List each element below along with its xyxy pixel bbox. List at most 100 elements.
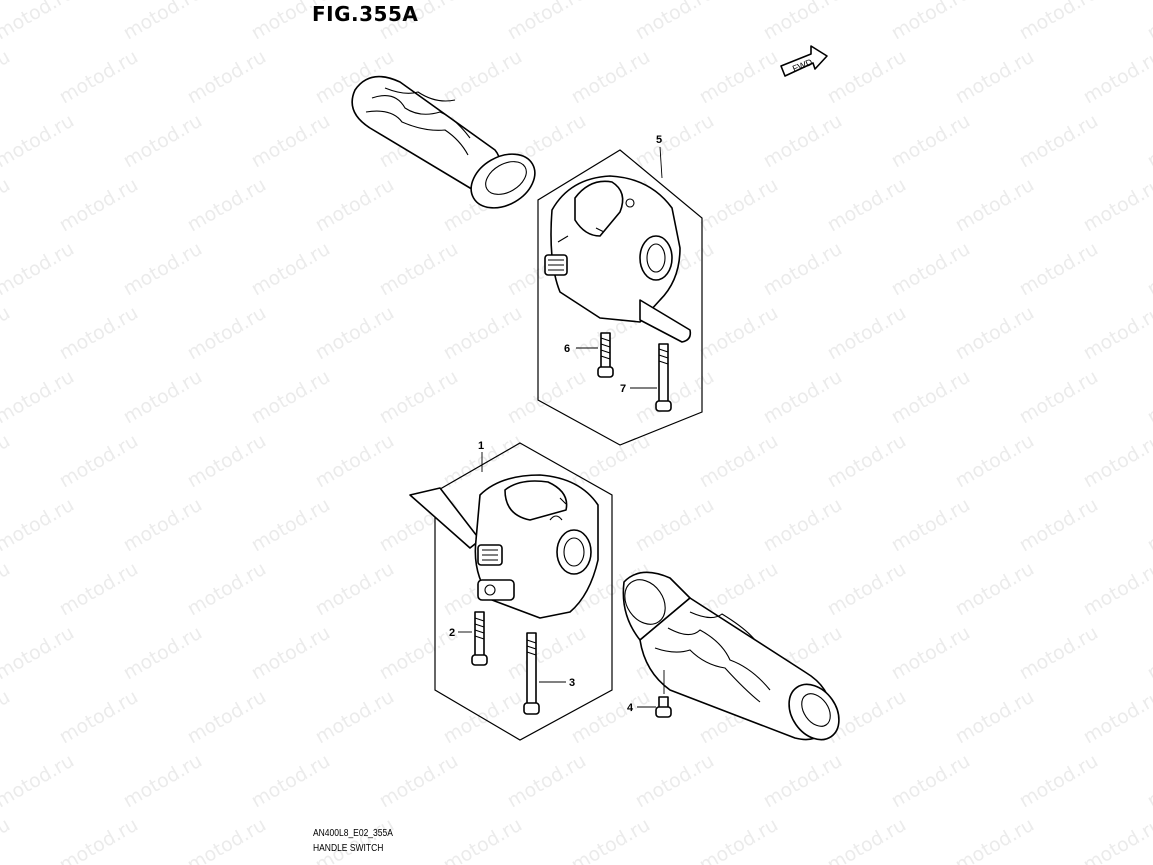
watermark-text: motod.ru <box>824 46 910 109</box>
watermark-text: motod.ru <box>312 430 398 493</box>
callout-4: 4 <box>627 702 634 714</box>
watermark-text: motod.ru <box>184 558 270 621</box>
watermark-text: motod.ru <box>184 302 270 365</box>
watermark-text: motod.ru <box>952 174 1038 237</box>
switch-housing-icon <box>544 175 692 343</box>
watermark-text: motod.ru <box>632 494 718 557</box>
watermark-text: motod.ru <box>312 814 398 865</box>
watermark-text: motod.ru <box>0 366 78 429</box>
watermark-text: motod.ru <box>56 46 142 109</box>
watermark-text: motod.ru <box>1144 750 1153 813</box>
watermark-text: motod.ru <box>568 46 654 109</box>
figure-title: FIG.355A <box>312 2 419 26</box>
watermark-text: motod.ru <box>504 0 590 44</box>
watermark-text: motod.ru <box>440 46 526 109</box>
watermark-text: motod.ru <box>1016 494 1102 557</box>
watermark-text: motod.ru <box>952 46 1038 109</box>
watermark-text: motod.ru <box>1016 622 1102 685</box>
watermark-text: motod.ru <box>632 0 718 44</box>
watermark-text: motod.ru <box>696 430 782 493</box>
watermark-text: motod.ru <box>824 430 910 493</box>
watermark-text: motod.ru <box>760 366 846 429</box>
watermark-text: motod.ru <box>0 174 14 237</box>
watermark-text: motod.ru <box>248 622 334 685</box>
watermark-text: motod.ru <box>1144 110 1153 173</box>
watermark-text: motod.ru <box>696 46 782 109</box>
watermark-text: motod.ru <box>312 558 398 621</box>
watermark-text: motod.ru <box>760 750 846 813</box>
watermark-text: motod.ru <box>1080 814 1153 865</box>
watermark-text: motod.ru <box>440 302 526 365</box>
watermark-text: motod.ru <box>120 238 206 301</box>
watermark-text: motod.ru <box>440 686 526 749</box>
watermark-text: motod.ru <box>888 750 974 813</box>
callout-5: 5 <box>656 134 662 146</box>
watermark-text: motod.ru <box>760 0 846 44</box>
watermark-text: motod.ru <box>1016 0 1102 44</box>
callout-1: 1 <box>478 440 484 452</box>
item-5-frame <box>537 149 703 446</box>
watermark-text: motod.ru <box>376 0 462 44</box>
watermark-text: motod.ru <box>56 174 142 237</box>
watermark-text: motod.ru <box>1016 238 1102 301</box>
watermark-text: motod.ru <box>1080 302 1153 365</box>
watermark-text: motod.ru <box>504 622 590 685</box>
watermark-text: motod.ru <box>120 622 206 685</box>
watermark-text: motod.ru <box>0 46 14 109</box>
watermark-text: motod.ru <box>696 302 782 365</box>
watermark-text: motod.ru <box>1144 0 1153 44</box>
watermark-text: motod.ru <box>888 238 974 301</box>
watermark-text: motod.ru <box>952 814 1038 865</box>
watermark-text: motod.ru <box>1080 46 1153 109</box>
watermark-text: motod.ru <box>0 622 78 685</box>
watermark-text: motod.ru <box>952 686 1038 749</box>
watermark-text: motod.ru <box>184 430 270 493</box>
watermark-text: motod.ru <box>120 750 206 813</box>
grip-icon <box>351 75 536 209</box>
watermark-text: motod.ru <box>632 750 718 813</box>
watermark-text: motod.ru <box>504 366 590 429</box>
watermark-text: motod.ru <box>1080 430 1153 493</box>
watermark-text: motod.ru <box>248 494 334 557</box>
callout-2: 2 <box>449 627 455 639</box>
watermark-text: motod.ru <box>248 750 334 813</box>
watermark-text: motod.ru <box>0 0 78 44</box>
watermark-text: motod.ru <box>56 558 142 621</box>
bolt-icon <box>655 343 672 412</box>
watermark-text: motod.ru <box>1080 558 1153 621</box>
watermark-text: motod.ru <box>0 110 78 173</box>
watermark-text: motod.ru <box>248 110 334 173</box>
watermark-text: motod.ru <box>248 0 334 44</box>
watermark-text: motod.ru <box>696 174 782 237</box>
watermark-text: motod.ru <box>952 430 1038 493</box>
watermark-text: motod.ru <box>120 0 206 44</box>
screw-icon <box>655 696 672 718</box>
watermark-text: motod.ru <box>120 494 206 557</box>
watermark-text: motod.ru <box>0 494 78 557</box>
watermark-text: motod.ru <box>952 558 1038 621</box>
figure-name: HANDLE SWITCH <box>313 843 384 854</box>
watermark-text: motod.ru <box>568 814 654 865</box>
screw-icon <box>597 332 614 378</box>
watermark-text: motod.ru <box>760 110 846 173</box>
watermark-text: motod.ru <box>56 686 142 749</box>
watermark-text: motod.ru <box>248 238 334 301</box>
watermark-text: motod.ru <box>376 366 462 429</box>
watermark-text: motod.ru <box>0 238 78 301</box>
watermark-text: motod.ru <box>1016 750 1102 813</box>
bolt-icon <box>523 632 540 715</box>
watermark-text: motod.ru <box>120 110 206 173</box>
watermark-text: motod.ru <box>760 238 846 301</box>
watermark-text: motod.ru <box>1016 366 1102 429</box>
watermark-text: motod.ru <box>440 814 526 865</box>
watermark-text: motod.ru <box>184 814 270 865</box>
watermark-text: motod.ru <box>120 366 206 429</box>
figure-code: AN400L8_E02_355A <box>313 828 393 839</box>
callout-3: 3 <box>569 677 575 689</box>
watermark-text: motod.ru <box>0 430 14 493</box>
watermark-text: motod.ru <box>1144 238 1153 301</box>
watermark-text: motod.ru <box>0 302 14 365</box>
watermark-text: motod.ru <box>56 302 142 365</box>
watermark-text: motod.ru <box>952 302 1038 365</box>
watermark-text: motod.ru <box>1144 622 1153 685</box>
